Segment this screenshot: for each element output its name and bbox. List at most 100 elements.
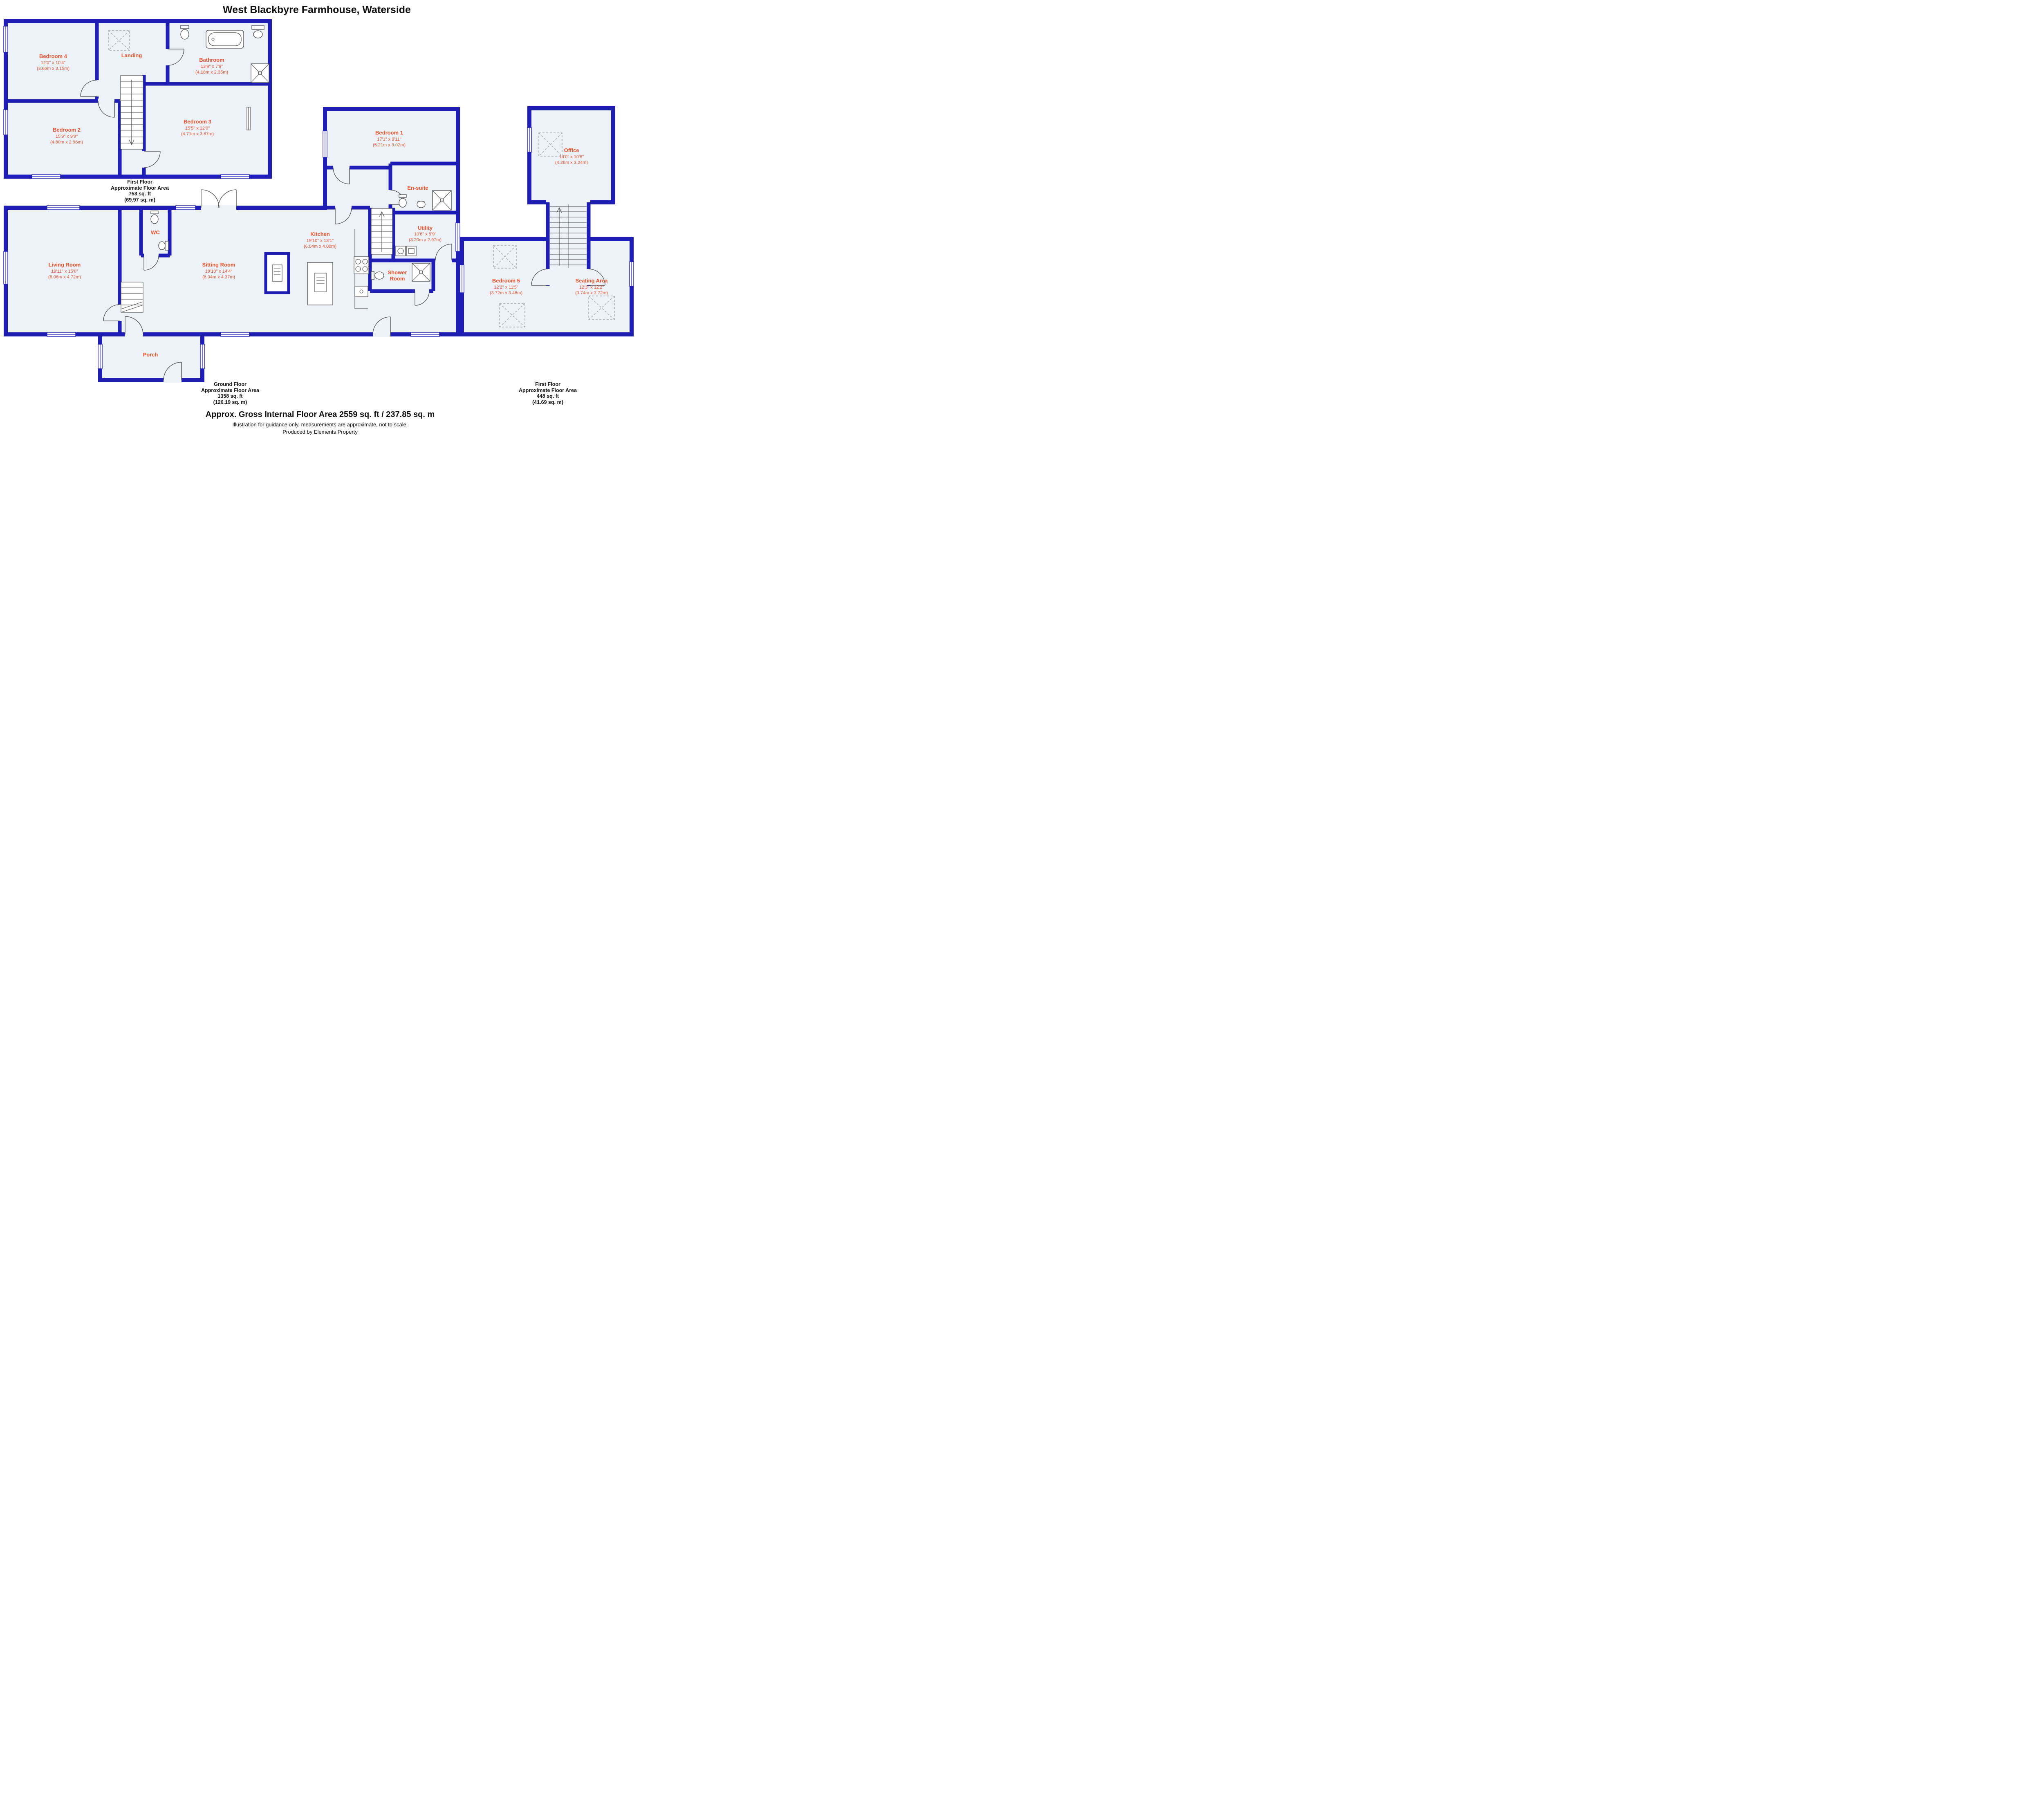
kitchen-counter-icon (354, 229, 369, 309)
svg-text:(4.71m x 3.67m): (4.71m x 3.67m) (181, 132, 214, 137)
room-label-wc: WC (151, 229, 160, 235)
svg-text:13'9" x 7'9": 13'9" x 7'9" (201, 64, 223, 69)
door-bathroom (167, 49, 184, 66)
bathtub-icon (206, 30, 244, 49)
svg-text:(4.18m x 2.35m): (4.18m x 2.35m) (195, 70, 228, 75)
svg-text:(3.66m x 3.15m): (3.66m x 3.15m) (37, 66, 69, 71)
door-seating-area (588, 269, 605, 286)
toilet-icon-wc (150, 211, 159, 224)
svg-text:Approximate Floor Area: Approximate Floor Area (111, 185, 169, 191)
first-floor-right-plan: Office 14'0" x 10'8" (4.26m x 3.24m) Bed… (459, 106, 634, 405)
stairs-right-icon (550, 204, 587, 268)
window-icon (175, 205, 196, 210)
svg-text:Shower: Shower (388, 269, 407, 276)
door-bedroom2 (98, 101, 115, 118)
floorplan-page: West Blackbyre Farmhouse, Waterside (0, 0, 661, 450)
svg-text:(3.74m x 3.72m): (3.74m x 3.72m) (575, 291, 608, 296)
room-label-bedroom1: Bedroom 1 17'1" x 9'11" (5.21m x 3.02m) (373, 130, 406, 148)
svg-text:17'1" x 9'11": 17'1" x 9'11" (377, 137, 401, 142)
window-icon (31, 174, 61, 179)
total-area-text: Approx. Gross Internal Floor Area 2559 s… (206, 410, 435, 419)
svg-text:10'6" x 9'9": 10'6" x 9'9" (414, 232, 436, 237)
porch-door (163, 362, 182, 381)
shower-icon-bathroom (251, 63, 269, 83)
toilet-icon-ensuite (399, 194, 407, 208)
svg-text:Ground Floor: Ground Floor (214, 381, 247, 387)
room-label-ensuite: En-suite (407, 185, 428, 191)
stairs-hall-icon (121, 282, 143, 313)
door-wc (143, 255, 159, 271)
stairs-first-floor-icon (120, 75, 143, 150)
svg-text:19'11" x 15'6": 19'11" x 15'6" (51, 269, 78, 274)
svg-text:Bedroom 2: Bedroom 2 (53, 127, 81, 133)
door-shower-room (415, 291, 430, 306)
svg-text:12'3" x 12'2": 12'3" x 12'2" (579, 285, 604, 290)
storage-dashed-bedroom5-bottom-icon (499, 303, 525, 327)
toilet-icon-bathroom (180, 25, 189, 40)
kitchen-island-icon (307, 262, 333, 305)
room-label-seating: Seating Area 12'3" x 12'2" (3.74m x 3.72… (575, 278, 608, 296)
room-label-utility: Utility 10'6" x 9'9" (3.20m x 2.97m) (409, 225, 442, 242)
svg-text:19'10" x 14'4": 19'10" x 14'4" (205, 269, 233, 274)
svg-text:15'9" x 9'9": 15'9" x 9'9" (56, 134, 78, 139)
shower-icon-shower-room (412, 263, 430, 282)
disclaimer-text: Illustration for guidance only, measurem… (233, 421, 408, 428)
svg-text:448 sq. ft: 448 sq. ft (537, 393, 559, 399)
door-living-room (103, 304, 120, 321)
window-icon (3, 251, 8, 285)
floor-area-label-first-right: First Floor Approximate Floor Area 448 s… (519, 381, 577, 405)
svg-text:(6.06m x 4.72m): (6.06m x 4.72m) (48, 275, 81, 280)
svg-text:Bathroom: Bathroom (199, 57, 224, 63)
window-icon (527, 127, 532, 152)
svg-text:(4.80m x 2.96m): (4.80m x 2.96m) (50, 140, 83, 145)
sink-icon-bathroom (251, 25, 264, 38)
svg-text:19'10" x 13'1": 19'10" x 13'1" (307, 238, 334, 243)
window-icon (47, 205, 80, 210)
svg-text:Bedroom 3: Bedroom 3 (184, 119, 211, 125)
room-label-office: Office 14'0" x 10'8" (4.26m x 3.24m) (555, 147, 588, 165)
svg-text:First Floor: First Floor (127, 179, 152, 185)
stairs-rear-icon (371, 208, 393, 255)
built-in-icon-bedroom3 (247, 107, 251, 130)
room-label-living: Living Room 19'11" x 15'6" (6.06m x 4.72… (48, 262, 81, 280)
toilet-icon-shower-room (371, 271, 384, 280)
room-label-bathroom: Bathroom 13'9" x 7'9" (4.18m x 2.35m) (195, 57, 228, 75)
svg-text:(69.97 sq. m): (69.97 sq. m) (124, 197, 155, 203)
floorplan-canvas: West Blackbyre Farmhouse, Waterside (3, 4, 634, 435)
wardrobe-dashed-landing-icon (108, 30, 130, 51)
room-label-bedroom4: Bedroom 4 12'0" x 10'4" (3.66m x 3.15m) (37, 53, 69, 71)
svg-text:Living Room: Living Room (49, 262, 81, 268)
page-title: West Blackbyre Farmhouse, Waterside (223, 4, 411, 16)
svg-text:15'5" x 12'0": 15'5" x 12'0" (185, 126, 210, 131)
door-utility (435, 244, 452, 261)
window-icon (3, 109, 8, 135)
svg-text:12'0" x 10'4": 12'0" x 10'4" (41, 61, 65, 65)
storage-dashed-seating-icon (588, 296, 615, 320)
svg-text:Office: Office (564, 147, 579, 153)
svg-text:Sitting Room: Sitting Room (202, 262, 235, 268)
footer: Approx. Gross Internal Floor Area 2559 s… (206, 410, 435, 435)
svg-text:12'2" x 11'5": 12'2" x 11'5" (494, 285, 518, 290)
room-label-shower-room: Shower Room (388, 269, 407, 282)
fireplace-icon (264, 252, 290, 294)
sink-icon-wc (158, 241, 169, 251)
door-kitchen (335, 207, 352, 224)
svg-text:(6.04m x 4.00m): (6.04m x 4.00m) (304, 244, 336, 249)
svg-text:Utility: Utility (418, 225, 433, 231)
shower-icon-ensuite (432, 190, 452, 211)
svg-text:(126.19 sq. m): (126.19 sq. m) (213, 399, 247, 405)
storage-dashed-bedroom5-top-icon (493, 245, 517, 269)
svg-text:Approximate Floor Area: Approximate Floor Area (519, 388, 577, 393)
window-icon (3, 26, 8, 53)
room-label-bedroom3: Bedroom 3 15'5" x 12'0" (4.71m x 3.67m) (181, 119, 214, 137)
window-icon (200, 344, 205, 369)
svg-text:First Floor: First Floor (535, 381, 560, 387)
window-icon (459, 264, 464, 293)
svg-text:(41.69 sq. m): (41.69 sq. m) (532, 399, 563, 405)
window-icon (220, 174, 250, 179)
svg-text:Bedroom 5: Bedroom 5 (492, 278, 520, 284)
window-icon (220, 332, 250, 337)
svg-text:Kitchen: Kitchen (310, 231, 330, 237)
washer-icon-utility (395, 246, 417, 256)
window-icon (410, 332, 440, 337)
